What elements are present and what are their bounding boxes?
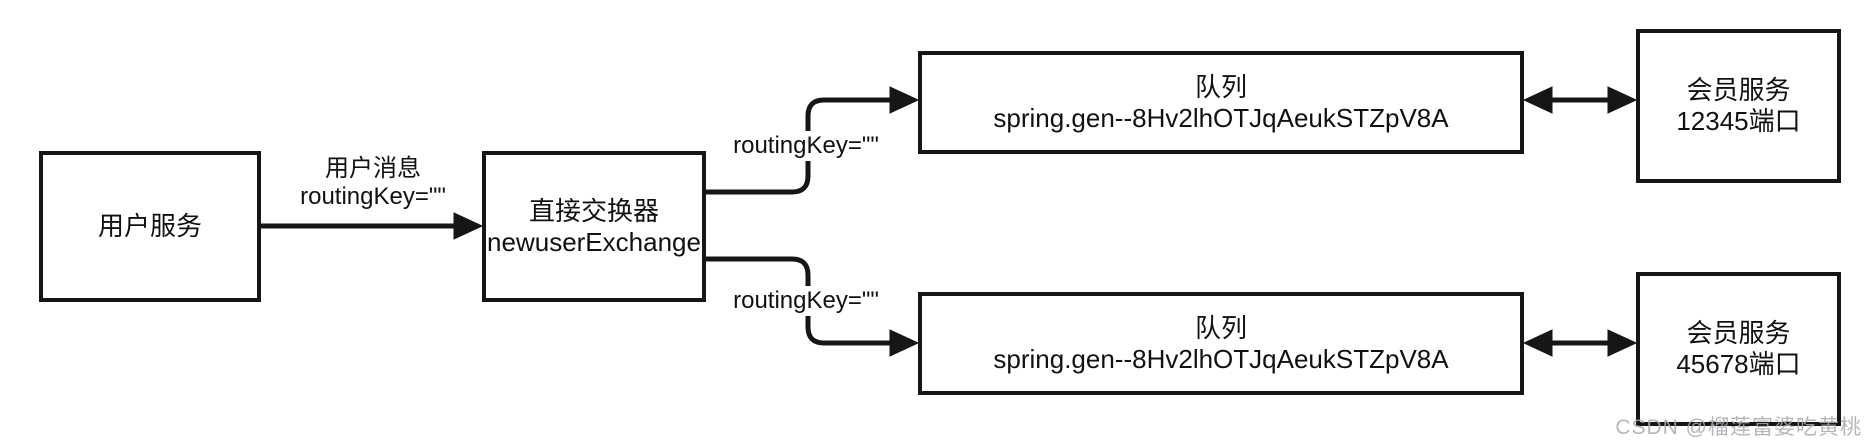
member-top-port: 12345端口 — [1676, 106, 1801, 136]
queue-bottom-title: 队列 — [1194, 312, 1247, 343]
user-service-label: 用户服务 — [97, 211, 202, 241]
arrowhead-left-top — [1522, 86, 1553, 114]
arrowhead-right-bottom — [1607, 329, 1638, 357]
queue-top-name: spring.gen--8Hv2lhOTJqAeukSTZpV8A — [993, 102, 1449, 133]
node-member-service-top: 会员服务 12345端口 — [1636, 29, 1841, 183]
node-user-service: 用户服务 — [39, 151, 261, 302]
csdn-watermark: CSDN @榴莲富婆吃黄桃 — [1615, 416, 1862, 439]
queue-top-title: 队列 — [1194, 71, 1247, 102]
member-top-label: 会员服务 — [1686, 75, 1791, 105]
queue-bottom-name: spring.gen--8Hv2lhOTJqAeukSTZpV8A — [993, 343, 1449, 374]
node-queue-top: 队列 spring.gen--8Hv2lhOTJqAeukSTZpV8A — [918, 51, 1524, 154]
arrowhead-user-to-exchange — [453, 212, 484, 240]
edge-label-user-message: 用户消息 routingKey="" — [300, 155, 446, 211]
arrowhead-left-bottom — [1522, 329, 1553, 357]
edge-label-routingkey-top: routingKey="" — [730, 131, 882, 161]
user-message-line1: 用户消息 — [324, 155, 421, 182]
user-message-line2: routingKey="" — [300, 183, 446, 210]
node-direct-exchange: 直接交换器 newuserExchange — [482, 151, 706, 302]
arrowhead-queue-top — [889, 86, 920, 114]
node-member-service-bottom: 会员服务 45678端口 — [1636, 272, 1841, 426]
arrowhead-right-top — [1607, 86, 1638, 114]
member-bottom-port: 45678端口 — [1676, 349, 1801, 379]
node-queue-bottom: 队列 spring.gen--8Hv2lhOTJqAeukSTZpV8A — [918, 292, 1524, 395]
exchange-name-label: newuserExchange — [487, 226, 701, 257]
exchange-type-label: 直接交换器 — [528, 195, 659, 226]
arrowhead-queue-bottom — [889, 329, 920, 357]
edge-label-routingkey-bottom: routingKey="" — [730, 286, 882, 316]
member-bottom-label: 会员服务 — [1686, 318, 1791, 348]
